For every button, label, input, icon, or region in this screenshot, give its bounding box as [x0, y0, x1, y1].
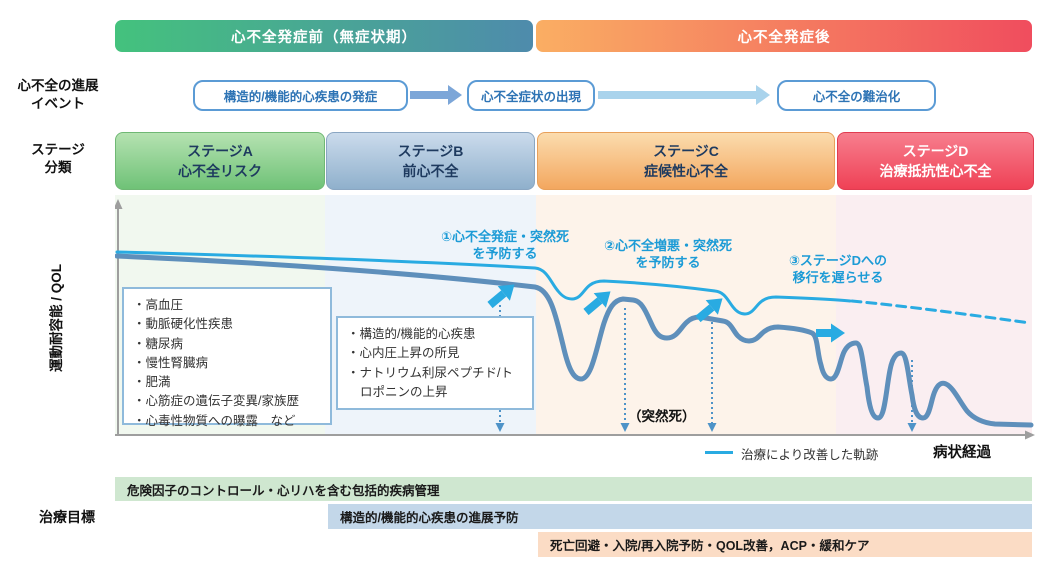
list-item: 肥満: [133, 373, 321, 392]
list-item: 高血圧: [133, 296, 321, 315]
legend-line-icon: [705, 451, 733, 454]
list-item: 構造的/機能的心疾患: [347, 325, 523, 344]
dotted-arrowheads-icon: [495, 423, 917, 432]
chart-zone-stage-c: [536, 195, 836, 435]
list-item: 心筋症の遺伝子変異/家族歴: [133, 392, 321, 411]
progression-events-label: 心不全の進展 イベント: [17, 78, 99, 111]
treatment-goals-label: 治療目標: [39, 509, 95, 525]
legend-label: 治療により改善した軌跡: [741, 448, 879, 462]
stage-b-findings-box: 構造的/機能的心疾患 心内圧上昇の所見 ナトリウム利尿ペプチド/トロポニンの上昇: [336, 316, 534, 410]
stage-band-b: ステージB 前心不全: [326, 132, 535, 190]
goal-bar-risk-factor-control: 危険因子のコントロール・心リハを含む包括的疾病管理: [115, 477, 1032, 501]
goal-bar-avoid-death-palliative: 死亡回避・入院/再入院予防・QOL改善，ACP・緩和ケア: [538, 532, 1032, 557]
phase-post-label: 心不全発症後: [737, 29, 831, 46]
annotation-delay-stage-d: ③ステージDへの 移行を遅らせる: [788, 253, 888, 285]
list-item: 動脈硬化性疾患: [133, 315, 321, 334]
list-item: 糖尿病: [133, 335, 321, 354]
event-box-structural-disease-onset: 構造的/機能的心疾患の発症: [193, 80, 408, 111]
trajectory-chart: [115, 199, 1035, 440]
x-axis-label: 病状経過: [933, 445, 991, 461]
stage-band-c: ステージC 症候性心不全: [537, 132, 835, 190]
list-item: 心毒性物質への曝露 など: [133, 412, 321, 431]
event-box-refractory: 心不全の難治化: [777, 80, 936, 111]
sudden-death-dotted-arrows: [499, 305, 913, 423]
stage-classification-label: ステージ 分類: [31, 142, 85, 175]
phase-bar-pre-onset: 心不全発症前（無症状期）: [115, 20, 533, 52]
goal-bar-prevent-progression: 構造的/機能的心疾患の進展予防: [328, 504, 1032, 529]
intervention-arrow-right-icon: [816, 323, 845, 343]
intervention-arrow-2-icon: [583, 291, 611, 316]
event-box-symptom-appearance: 心不全症状の出現: [467, 80, 595, 111]
stage-band-d: ステージD 治療抵抗性心不全: [837, 132, 1034, 190]
intervention-arrow-3-icon: [695, 298, 723, 323]
stage-a-risk-factor-box: 高血圧 動脈硬化性疾患 糖尿病 慢性腎臓病 肥満 心筋症の遺伝子変異/家族歴 心…: [122, 287, 332, 428]
list-item: ナトリウム利尿ペプチド/トロポニンの上昇: [347, 364, 523, 403]
x-axis: [115, 430, 1035, 440]
list-item: 慢性腎臓病: [133, 354, 321, 373]
intervention-arrows: [487, 284, 845, 343]
phase-pre-label: 心不全発症前（無症状期）: [231, 29, 417, 46]
y-axis-arrow-icon: [115, 199, 123, 209]
annotation-prevent-worsening: ②心不全増悪・突然死 を予防する: [603, 238, 732, 270]
x-axis-arrow-icon: [1025, 430, 1035, 440]
list-item: 心内圧上昇の所見: [347, 344, 523, 363]
trajectory-natural-course: [115, 253, 1034, 428]
y-axis: [115, 199, 123, 435]
event-arrow-1-icon: [410, 85, 462, 105]
y-axis-label: 運動耐容能 / QOL: [49, 264, 64, 372]
risk-factor-list: 高血圧 動脈硬化性疾患 糖尿病 慢性腎臓病 肥満 心筋症の遺伝子変異/家族歴 心…: [133, 296, 321, 431]
intervention-arrow-1-icon: [487, 284, 515, 309]
event-arrow-2-icon: [598, 85, 770, 105]
phase-bar-post-onset: 心不全発症後: [536, 20, 1032, 52]
trajectory-improved: [115, 250, 852, 316]
sudden-death-label: （突然死）: [628, 409, 696, 424]
trajectory-improved-dashed: [850, 299, 1032, 325]
findings-list: 構造的/機能的心疾患 心内圧上昇の所見 ナトリウム利尿ペプチド/トロポニンの上昇: [347, 325, 523, 402]
annotation-prevent-onset: ①心不全発症・突然死 を予防する: [440, 229, 569, 261]
stage-band-a: ステージA 心不全リスク: [115, 132, 325, 190]
